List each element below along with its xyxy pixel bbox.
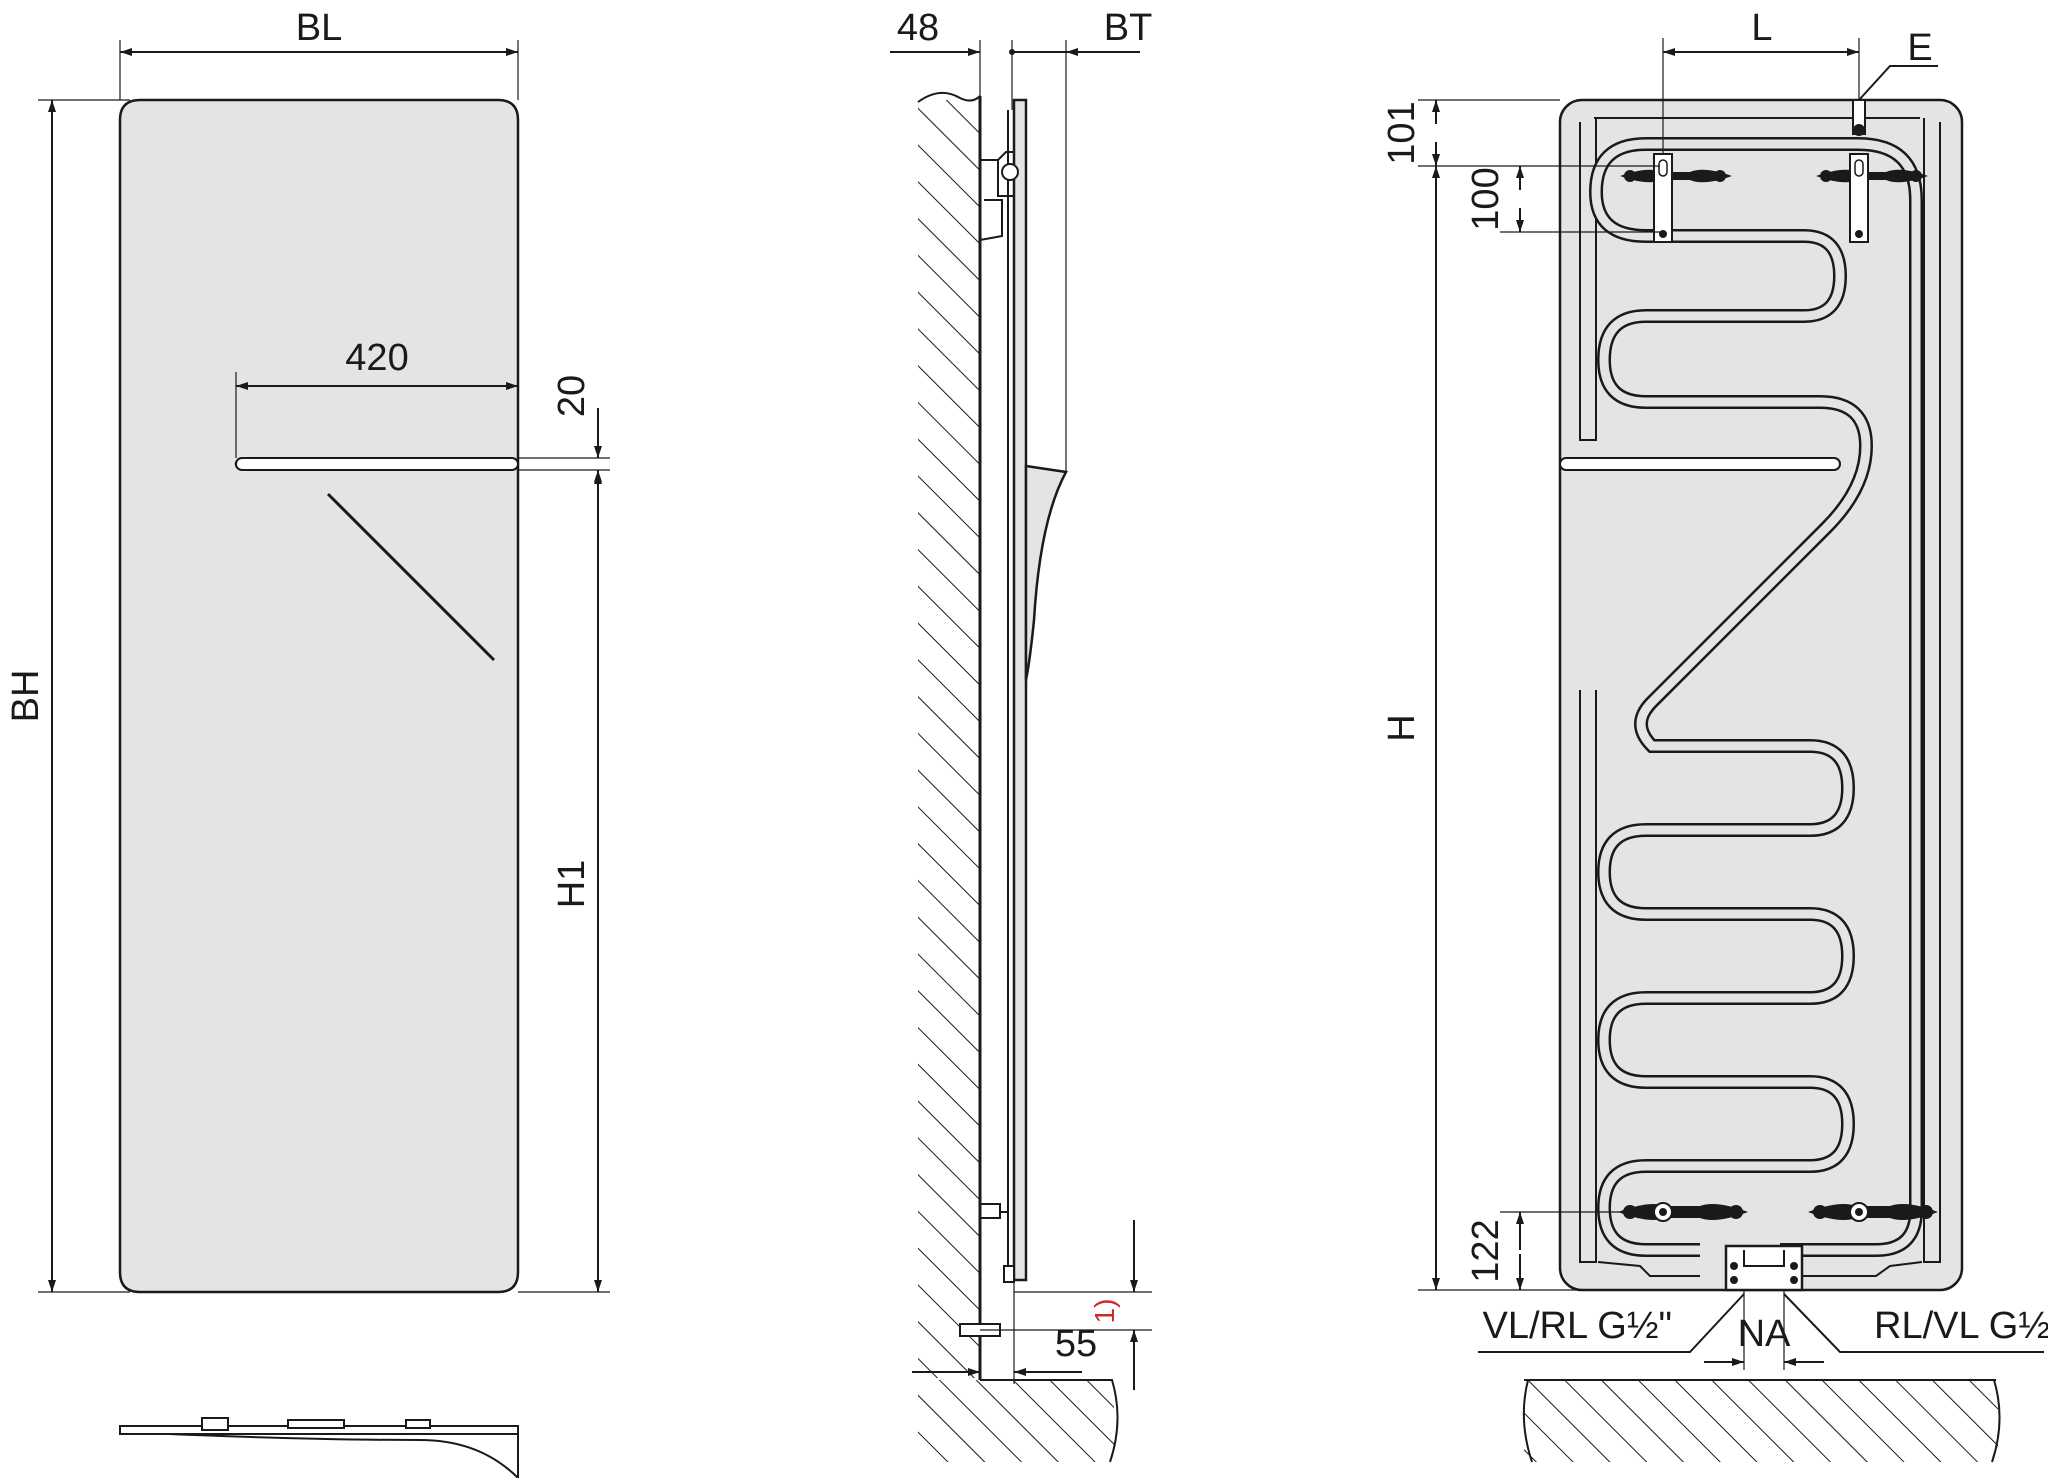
rear-upper-bracket-left	[1620, 153, 1732, 243]
l-label: L	[1751, 7, 1772, 49]
connection-block	[1724, 1244, 1804, 1292]
front-view: BL BH 420 20 H1	[5, 7, 610, 1294]
top-view-bracket-left	[201, 1417, 229, 1431]
top-view-body	[119, 1431, 519, 1478]
shelf-support-line	[326, 492, 496, 662]
vl-rl-label: VL/RL G½"	[1483, 1305, 1673, 1347]
vent-valve	[1852, 99, 1866, 136]
bl-label: BL	[296, 7, 342, 49]
side-panel	[1012, 98, 1028, 1282]
top-view-bracket-right	[405, 1419, 431, 1429]
side-lower-bracket	[980, 1203, 1008, 1219]
side-upper-bracket	[979, 151, 1014, 241]
top-100-label: 100	[1465, 167, 1507, 230]
footnote-label: 1)	[1089, 1299, 1120, 1324]
wall-hatch	[918, 100, 980, 1378]
floor-hatch	[918, 1380, 1114, 1462]
shelf-slot	[235, 457, 519, 471]
e-label: E	[1907, 27, 1932, 69]
wall-offset-label: 48	[897, 7, 939, 49]
rear-view: L E 101 100 H 122 VL/RL G½" RL/VL G½"	[1381, 7, 2048, 1463]
rear-lower-bracket-left	[1618, 1202, 1748, 1222]
bottom-offset-label: 55	[1055, 1323, 1097, 1365]
bottom-122-label: 122	[1465, 1219, 1507, 1282]
rear-lower-bracket-right	[1808, 1202, 1938, 1222]
top-101-label: 101	[1381, 101, 1423, 164]
side-view: 48 BT 1) 55	[890, 7, 1153, 1463]
rl-vl-label: RL/VL G½"	[1874, 1305, 2048, 1347]
na-label: NA	[1738, 1313, 1791, 1355]
rear-floor-hatch	[1524, 1380, 1998, 1462]
top-view-bracket-mid	[287, 1419, 345, 1429]
bt-label: BT	[1104, 7, 1153, 49]
h1-label: H1	[551, 860, 593, 909]
shelf-width-label: 420	[345, 337, 408, 379]
side-shelf	[1024, 464, 1068, 681]
h-label: H	[1381, 714, 1423, 741]
front-panel-upper	[118, 98, 520, 1294]
rear-panel	[1558, 98, 1964, 1292]
bh-label: BH	[5, 670, 47, 723]
top-view	[119, 1417, 519, 1478]
shelf-thickness-label: 20	[551, 375, 593, 417]
rear-shelf-slot	[1559, 457, 1841, 471]
rear-upper-bracket-right	[1816, 153, 1928, 243]
